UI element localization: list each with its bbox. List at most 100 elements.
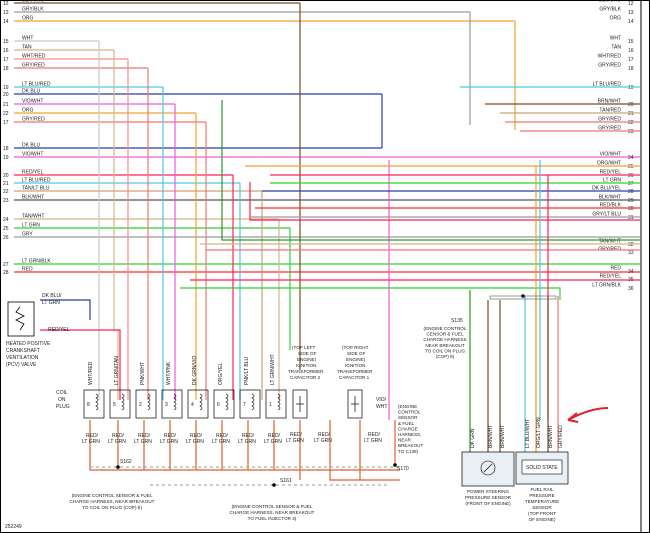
s170_note-line: BREAKOUT — [398, 443, 423, 448]
left-wire-label: TAN/WHT — [22, 214, 44, 220]
fuel-caption-line: TEMPERATURE — [525, 499, 559, 504]
fuel-caption-line: OF ENGINE) — [529, 517, 556, 522]
cap2-bottom-label-2: LT GRN — [286, 438, 304, 444]
right-wire-label: GRY/BLK — [599, 7, 621, 13]
left-wire-label: TAN/LT BLU — [22, 186, 50, 192]
coil-top-wire-label: PNK/WHT — [140, 362, 146, 385]
right-wire-number: 21 — [628, 111, 634, 117]
left-wire-number: 24 — [3, 217, 9, 223]
coil-bottom-label-2: LT GRN — [82, 439, 100, 445]
coil-bottom-label-2: LT GRN — [160, 439, 178, 445]
pcv-right-label: RED/YEL — [48, 327, 70, 333]
right-wire-label: BLK/ORG — [599, 0, 621, 4]
coil-bottom-label-1: RED/ — [164, 433, 177, 439]
s170_note-line: NEAR — [398, 438, 411, 443]
coil-pin-number: 6 — [217, 402, 220, 408]
left-wire-label: LT BLU/RED — [22, 178, 51, 184]
cap2-label-4: IGNITION — [296, 363, 316, 368]
coil-bottom-label-1: RED/ — [112, 433, 125, 439]
left-wire-label: BLK/WHT — [22, 195, 44, 201]
right-wire-number: 32 — [628, 242, 634, 248]
left-wire-label: WHT/RED — [22, 54, 46, 60]
left-wire-number: 17 — [3, 57, 9, 63]
right-wire-label: RED/YEL — [600, 170, 622, 176]
coil-winding-icon — [225, 393, 229, 411]
right-wire-number: 22 — [628, 120, 634, 126]
right-wire-number: 29 — [628, 198, 634, 204]
left-wire-number: 20 — [3, 92, 9, 98]
right-wire-label: GRY/RED — [598, 126, 621, 132]
left-wire-label: LT GRN — [22, 223, 40, 229]
s135_note-line: TO COIL ON PLUG — [425, 348, 466, 353]
pcv-valve: DK BLU/ LT GRN RED/YEL HEATED POSITIVE C… — [6, 293, 70, 368]
s162_note-line: TO COIL ON PLUG (COP) 8) — [82, 505, 142, 510]
s135_note-line: (COP) 8) — [436, 354, 455, 359]
fuel-wire-label: ORG/LT GRN — [536, 417, 542, 448]
right-wire-number: 30 — [628, 206, 634, 212]
s135-bus — [489, 295, 557, 300]
coil-top-wire-label: LT GRN/WHT — [270, 354, 276, 385]
right-wire-label: DK BLU/YEL — [592, 186, 621, 192]
ps-wire-label: BRN/WHT — [488, 425, 494, 448]
coil-top-wire-label: WHT/RED — [88, 361, 94, 385]
cap2-label-5: TRANSFORMER — [288, 369, 324, 374]
coil-label-2: ON — [58, 397, 66, 403]
coil-7 — [239, 389, 261, 419]
s170_note-line: HARNESS, — [398, 432, 422, 437]
left-wire-label: DK BLU — [22, 89, 40, 95]
splice-s170: S170 — [397, 466, 409, 472]
left-wire-number: 19 — [3, 85, 9, 91]
coil-winding-icon — [277, 393, 281, 411]
cap1-bottom-label-1: RED/ — [318, 432, 331, 438]
left-wire-number: 21 — [3, 102, 9, 108]
cap1-label-1: (TOP RIGHT — [342, 345, 369, 350]
coil-pin-number: 7 — [243, 402, 246, 408]
splice-s161: S161 — [280, 478, 292, 484]
s170_note-line: & FUEL — [398, 421, 415, 426]
coil-top-wire-label: PNK/LT BLU — [244, 356, 250, 385]
ps-wire-label: DK GRN — [470, 428, 476, 448]
ps-caption-line: (FRONT OF ENGINE) — [465, 501, 511, 506]
left-wire-number: 20 — [3, 173, 9, 179]
coil-bottom-label-1: RED/ — [138, 433, 151, 439]
right-wire-number: 26 — [628, 173, 634, 179]
vertical-wire-trunks — [40, 3, 640, 455]
left-wire-label: ORG — [22, 16, 34, 22]
left-wire-number: 28 — [3, 270, 9, 276]
left-wire-number: 12 — [3, 1, 9, 7]
pcv-caption-1: HEATED POSITIVE — [6, 341, 51, 347]
left-wire-number: 26 — [3, 235, 9, 241]
left-wire-label: VIO/WHT — [22, 152, 43, 158]
coil-bottom-label-1: RED/ — [86, 433, 99, 439]
cap-extra-bottom-label-2: LT GRN — [364, 438, 382, 444]
coil-bottom-label-2: LT GRN — [186, 439, 204, 445]
ps-caption-line: POWER STEERING — [467, 489, 510, 494]
cap2-label-6: CAPACITOR 2 — [290, 375, 321, 380]
right-wire-label: GRY/LT BLU — [592, 212, 621, 218]
coil-bottom-label-2: LT GRN — [212, 439, 230, 445]
cap1-label-2: SIDE OF — [347, 351, 366, 356]
right-wire-label: LT BLU/RED — [593, 82, 622, 88]
fuel-caption-line: SENSOR — [532, 505, 552, 510]
left-wire-label: ORG — [22, 108, 34, 114]
right-wire-number: 24 — [628, 155, 634, 161]
right-wire-number: 27 — [628, 181, 634, 187]
coil-pin-number: 8 — [87, 402, 90, 408]
coil-pin-number: 3 — [165, 402, 168, 408]
left-wire-number: 19 — [3, 155, 9, 161]
right-wire-label: TAN/WHT — [599, 239, 621, 245]
left-wire-number: 13 — [3, 10, 9, 16]
coil-bottom-label-2: LT GRN — [264, 439, 282, 445]
s170_note-line: SENSOR — [398, 415, 418, 420]
right-wire-label: TAN — [611, 45, 621, 51]
coil-winding-icon — [95, 393, 99, 411]
left-wire-label: VIO/WHT — [22, 99, 43, 105]
right-wire-number: 25 — [628, 164, 634, 170]
coil-bottom-label-2: LT GRN — [108, 439, 126, 445]
right-wire-number: 13 — [628, 10, 634, 16]
coil-8 — [83, 389, 105, 419]
left-wire-number: 23 — [3, 198, 9, 204]
